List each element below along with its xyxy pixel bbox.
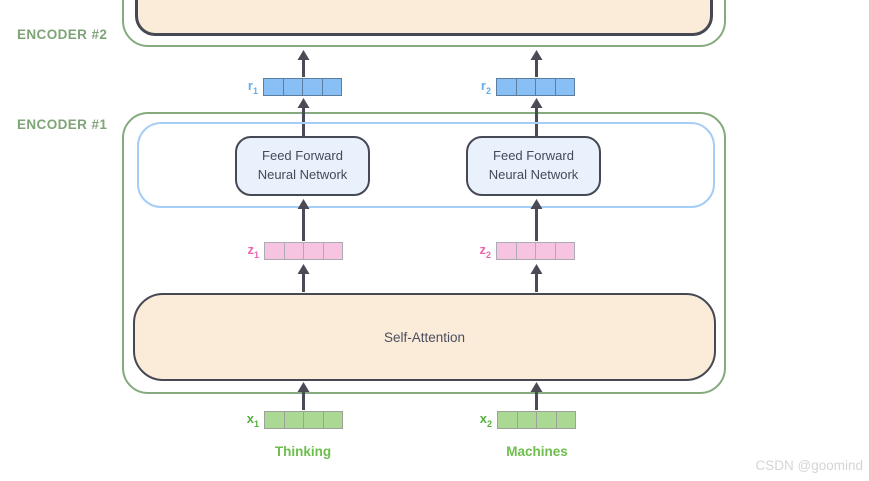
arrow-shaft (534, 207, 538, 241)
encoder2-label: ENCODER #2 (17, 27, 108, 42)
vector-cell (265, 412, 284, 428)
feed-forward-layer-container (137, 122, 715, 208)
vector-cell (535, 79, 555, 95)
arrowhead-icon (530, 98, 542, 108)
arrow-selfattention-to-z2 (530, 264, 543, 292)
vector-cell (554, 243, 575, 259)
vector-cell (282, 79, 303, 95)
arrowhead-icon (530, 264, 542, 274)
vector-z2-label: z2 (479, 242, 491, 260)
input-word-thinking: Thinking (274, 444, 332, 459)
vector-cell (497, 79, 516, 95)
vector-x1-label: x1 (246, 411, 259, 429)
encoder1-label: ENCODER #1 (17, 117, 108, 132)
vector-z1: z1 (247, 242, 343, 260)
vector-cell (536, 412, 556, 428)
vector-z1-label: z1 (247, 242, 259, 260)
feed-forward-box-2: Feed Forward Neural Network (466, 136, 601, 196)
vector-cell (554, 79, 575, 95)
vector-r2: r2 (481, 78, 575, 96)
arrow-shaft (534, 58, 538, 77)
feed-forward-box-1: Feed Forward Neural Network (235, 136, 370, 196)
vector-cell (515, 79, 536, 95)
arrow-shaft (301, 106, 305, 136)
vector-x1-cells (264, 411, 343, 429)
ffnn1-line2: Neural Network (257, 167, 348, 182)
arrowhead-icon (530, 199, 542, 209)
encoder1-outline-box (122, 112, 726, 394)
arrow-shaft (301, 58, 305, 77)
vector-r1-cells (263, 78, 342, 96)
vector-cell (498, 412, 517, 428)
self-attention-box: Self-Attention (133, 293, 716, 381)
arrow-z2-to-ffnn2 (530, 199, 543, 241)
vector-cell (321, 79, 342, 95)
ffnn2-line1: Feed Forward (493, 148, 574, 164)
arrow-z1-to-ffnn1 (297, 199, 310, 241)
ffnn2-line2: Neural Network (488, 167, 579, 182)
arrow-x1-to-selfattention (297, 382, 310, 410)
vector-x2-cells (497, 411, 576, 429)
arrow-shaft (301, 390, 305, 410)
vector-z2: z2 (479, 242, 575, 260)
arrowhead-icon (297, 382, 309, 392)
vector-cell (264, 79, 283, 95)
arrow-shaft (301, 272, 305, 292)
vector-cell (303, 412, 323, 428)
arrowhead-icon (530, 382, 542, 392)
vector-x2: x2 (480, 411, 576, 429)
vector-cell (265, 243, 284, 259)
arrow-shaft (301, 207, 305, 241)
arrow-selfattention-to-z1 (297, 264, 310, 292)
vector-cell (535, 243, 555, 259)
arrow-shaft (534, 272, 538, 292)
arrowhead-icon (297, 199, 309, 209)
vector-cell (497, 243, 516, 259)
arrow-r1-to-encoder2 (297, 50, 310, 77)
arrowhead-icon (297, 98, 309, 108)
vector-cell (322, 412, 343, 428)
encoder2-inner-box (135, 0, 713, 36)
vector-r1: r1 (248, 78, 342, 96)
ffnn1-line1: Feed Forward (262, 148, 343, 164)
vector-cell (303, 243, 323, 259)
arrowhead-icon (297, 50, 309, 60)
vector-cell (322, 243, 343, 259)
vector-r2-cells (496, 78, 575, 96)
input-word-machines: Machines (506, 444, 568, 459)
arrow-ffnn2-to-r2 (530, 98, 543, 136)
vector-x1: x1 (247, 411, 343, 429)
vector-cell (555, 412, 576, 428)
vector-cell (283, 243, 304, 259)
watermark: CSDN @goomind (755, 458, 864, 473)
arrowhead-icon (530, 50, 542, 60)
arrow-shaft (534, 106, 538, 136)
vector-r1-label: r1 (247, 78, 258, 96)
arrow-ffnn1-to-r1 (297, 98, 310, 136)
vector-cell (283, 412, 304, 428)
vector-cell (302, 79, 322, 95)
arrowhead-icon (297, 264, 309, 274)
vector-z1-cells (264, 242, 343, 260)
self-attention-label: Self-Attention (383, 329, 466, 345)
arrow-shaft (534, 390, 538, 410)
arrow-x2-to-selfattention (530, 382, 543, 410)
vector-cell (515, 243, 536, 259)
vector-x2-label: x2 (479, 411, 492, 429)
vector-z2-cells (496, 242, 575, 260)
vector-r2-label: r2 (480, 78, 491, 96)
vector-cell (516, 412, 537, 428)
encoder2-outline-box (122, 0, 726, 47)
arrow-r2-to-encoder2 (530, 50, 543, 77)
